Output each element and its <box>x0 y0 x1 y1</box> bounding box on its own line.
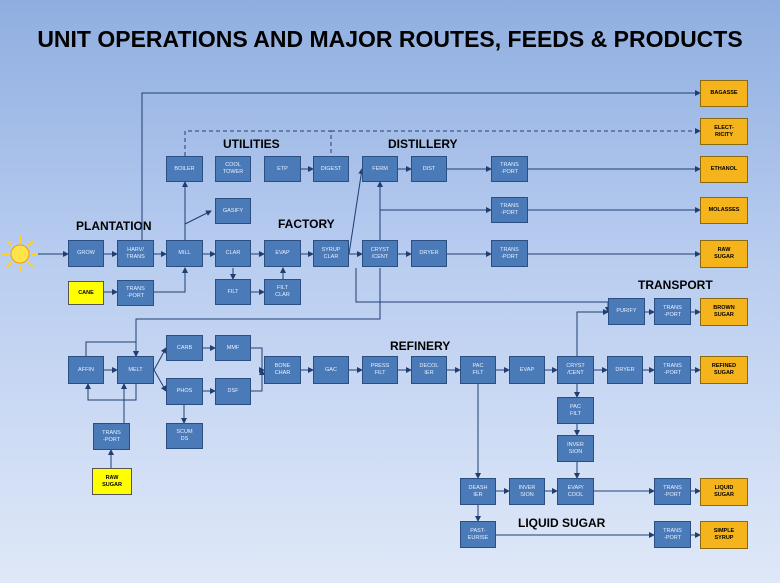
transport-simple-syrup-node: TRANS -PORT <box>654 521 691 548</box>
section-label-refinery: REFINERY <box>390 339 451 353</box>
product-simple-syrup: SIMPLE SYRUP <box>700 521 748 549</box>
product-raw-sugar: RAW SUGAR <box>700 240 748 268</box>
product-ethanol: ETHANOL <box>700 156 748 183</box>
page-title: UNIT OPERATIONS AND MAJOR ROUTES, FEEDS … <box>37 26 743 52</box>
harvest-transport-node: HARV/ TRANS <box>117 240 154 267</box>
dist-node: DIST <box>411 156 447 182</box>
bone-char-node: BONE CHAR <box>264 356 301 384</box>
decolourizer-node: DECOL IER <box>411 356 447 384</box>
product-electricity: ELECT- RICITY <box>700 118 748 145</box>
boiler-node: BOILER <box>166 156 203 182</box>
inversion-vertical-node: INVER SION <box>557 435 594 462</box>
pac-filt-node: PAC FILT <box>460 356 496 384</box>
section-label-distillery: DISTILLERY <box>388 137 458 151</box>
dryer-factory-node: DRYER <box>411 240 447 267</box>
syrup-clar-node: SYRUP CLAR <box>313 240 349 267</box>
transport-molasses-node: TRANS -PORT <box>491 197 528 223</box>
inversion-horizontal-node: INVER SION <box>509 478 545 505</box>
grow-node: GROW <box>68 240 104 267</box>
evap-refinery-node: EVAP <box>509 356 545 384</box>
scum-ds-node: SCUM DS <box>166 423 203 449</box>
section-label-factory: FACTORY <box>278 217 335 231</box>
product-liquid-sugar: LIQUID SUGAR <box>700 478 748 506</box>
dryer-refinery-node: DRYER <box>607 356 643 384</box>
product-bagasse: BAGASSE <box>700 80 748 107</box>
raw-sugar-feed: RAW SUGAR <box>92 468 132 495</box>
evap-cool-node: EVAP/ COOL <box>557 478 594 505</box>
transport-raw-sugar-in-node: TRANS -PORT <box>93 423 130 450</box>
sun-icon <box>2 236 38 272</box>
transport-brown-sugar-node: TRANS -PORT <box>654 298 691 325</box>
purify-node: PURIFY <box>608 298 645 325</box>
filt-node: FILT <box>215 279 251 305</box>
cryst-cent-factory-node: CRYST /CENT <box>362 240 398 267</box>
section-label-transport: TRANSPORT <box>638 278 713 292</box>
section-label-plantation: PLANTATION <box>76 219 152 233</box>
deashier-node: DEASH IER <box>460 478 496 505</box>
transport-refined-sugar-node: TRANS -PORT <box>654 356 691 384</box>
dsf-node: DSF <box>215 378 251 405</box>
digest-node: DIGEST <box>313 156 349 182</box>
pasteurise-node: PAST- EURISE <box>460 521 496 548</box>
section-label-utilities: UTILITIES <box>223 137 280 151</box>
clar-node: CLAR <box>215 240 251 267</box>
transport-ethanol-node: TRANS -PORT <box>491 156 528 182</box>
gasify-node: GASIFY <box>215 198 251 224</box>
cryst-cent-refinery-node: CRYST /CENT <box>557 356 594 384</box>
evap-factory-node: EVAP <box>264 240 301 267</box>
transport-liquid-sugar-node: TRANS -PORT <box>654 478 691 505</box>
product-molasses: MOLASSES <box>700 197 748 224</box>
cane-feed: CANE <box>68 281 104 305</box>
phos-node: PHOS <box>166 378 203 405</box>
product-brown-sugar: BROWN SUGAR <box>700 298 748 326</box>
gac-node: GAC <box>313 356 349 384</box>
etp-node: ETP <box>264 156 301 182</box>
ferm-node: FERM <box>362 156 398 182</box>
filt-clar-node: FILT CLAR <box>264 279 301 305</box>
section-label-liquid-sugar: LIQUID SUGAR <box>518 516 606 530</box>
mmf-node: MMF <box>215 335 251 361</box>
mill-node: MILL <box>166 240 203 267</box>
melt-node: MELT <box>117 356 154 384</box>
transport-cane-node: TRANS -PORT <box>117 280 154 306</box>
carb-node: CARB <box>166 335 203 361</box>
transport-raw-sugar-node: TRANS -PORT <box>491 240 528 267</box>
press-filt-node: PRESS FILT <box>362 356 398 384</box>
product-refined-sugar: REFINED SUGAR <box>700 356 748 384</box>
cooling-tower-node: COOL TOWER <box>215 156 251 182</box>
affin-node: AFFIN <box>68 356 104 384</box>
pac-filt-2-node: PAC FILT <box>557 397 594 424</box>
